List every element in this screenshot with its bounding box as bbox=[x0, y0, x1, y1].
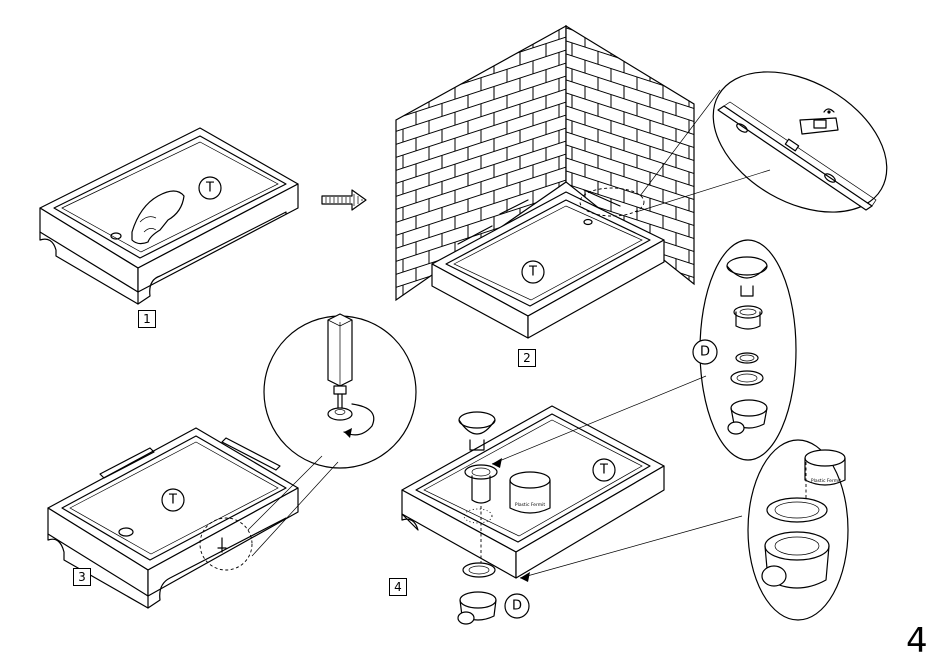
step-number-box: 1 bbox=[138, 310, 156, 328]
svg-text:Plastic Fermit: Plastic Fermit bbox=[811, 478, 842, 484]
step-number-box: 2 bbox=[518, 349, 536, 367]
direction-arrow bbox=[322, 190, 366, 210]
drain-cap bbox=[459, 412, 495, 428]
foot-detail bbox=[264, 314, 416, 468]
svg-text:D: D bbox=[700, 345, 710, 360]
svg-text:T: T bbox=[528, 265, 537, 280]
shower-tray-1: T bbox=[40, 128, 298, 304]
svg-text:D: D bbox=[512, 599, 522, 614]
drain-gasket bbox=[463, 563, 495, 577]
step-number-box: 3 bbox=[73, 568, 91, 586]
step-2-illustration: T bbox=[396, 26, 911, 338]
drain-exploded-detail: D bbox=[693, 240, 796, 460]
spirit-level-icon bbox=[718, 106, 872, 210]
step-1-illustration: T bbox=[40, 128, 298, 304]
spirit-level-detail bbox=[689, 43, 912, 241]
step-3-illustration: T bbox=[48, 314, 416, 608]
page-number: 4 bbox=[906, 624, 928, 658]
drain-body bbox=[465, 465, 497, 479]
step-number-box: 4 bbox=[389, 578, 407, 596]
svg-text:Plastic Fermit: Plastic Fermit bbox=[515, 502, 546, 508]
shower-tray-4: T bbox=[402, 406, 664, 578]
drain-trap bbox=[460, 592, 496, 608]
svg-text:T: T bbox=[168, 493, 177, 508]
svg-text:T: T bbox=[599, 463, 608, 478]
tray-marker-t-label: T bbox=[205, 181, 214, 196]
sealant-detail: Plastic Fermit bbox=[748, 440, 848, 620]
